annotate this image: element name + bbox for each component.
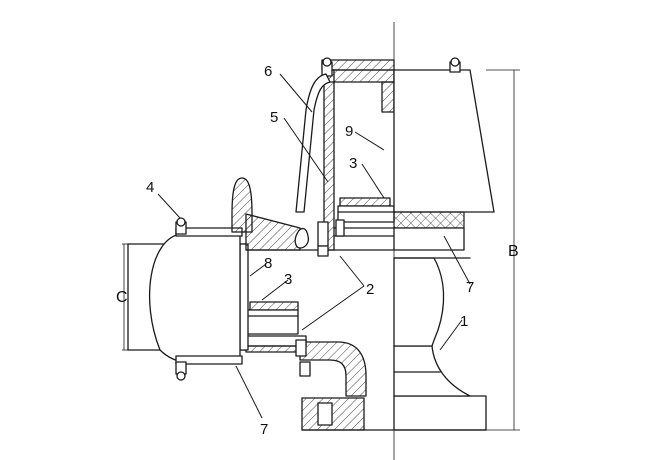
lower-pallet [245,335,311,377]
flame-arrester [393,211,465,229]
callout-8: 8 [264,255,272,272]
dimension-b-label: B [508,243,519,260]
vacuum-pallet [245,301,299,335]
side-flange [231,177,310,251]
callout-3-top: 3 [349,155,357,172]
valve-body [393,257,471,397]
top-cover [393,57,495,213]
callout-3-mid: 3 [284,271,292,288]
leader-lines [157,73,471,419]
callout-labels: 6 5 9 3 4 8 3 2 7 1 7 [146,63,474,438]
dimension-b: B [486,69,520,431]
arrester-seat [393,227,465,251]
callout-9: 9 [345,123,353,140]
inlet-dome-cover [149,217,243,381]
base-flange [301,395,487,431]
callout-2: 2 [366,281,374,298]
callout-1: 1 [460,313,468,330]
callout-5: 5 [270,109,278,126]
inlet-elbow-section [299,341,367,397]
callout-7-right: 7 [466,279,474,296]
dimension-c-label: C [116,289,128,306]
dimension-c: C [116,243,128,351]
pressure-pallet [335,197,395,237]
callout-7-bottom: 7 [260,421,268,438]
callout-6: 6 [264,63,272,80]
callout-4: 4 [146,179,154,196]
weather-hood [295,73,331,213]
